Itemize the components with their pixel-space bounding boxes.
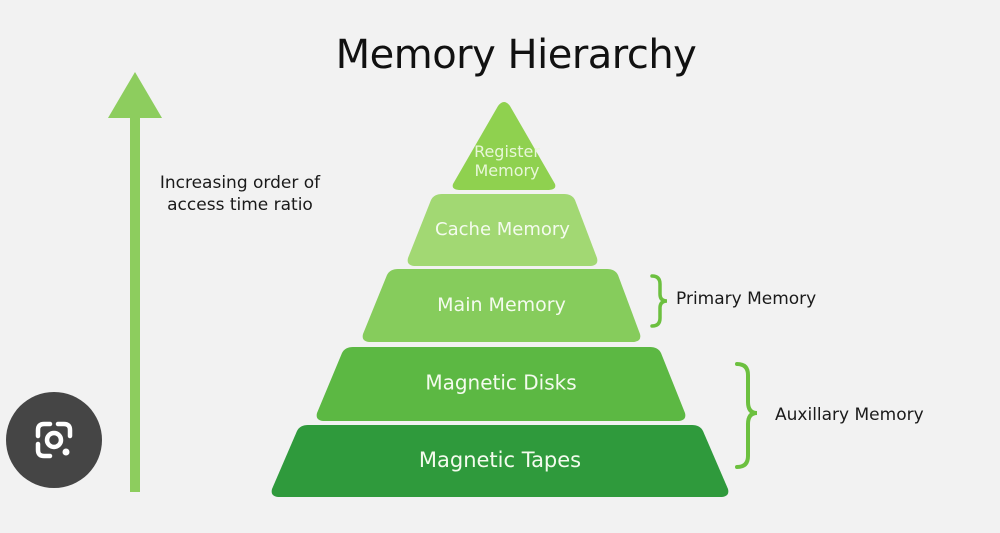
- access-time-note: Increasing order of access time ratio: [150, 172, 330, 216]
- access-time-arrow-shaft: [130, 112, 140, 492]
- auxiliary-memory-bracket: [735, 362, 758, 469]
- tier-main-memory: [362, 269, 641, 342]
- tier-label-main-memory: Main Memory: [437, 294, 566, 316]
- access-time-note-line-2: access time ratio: [167, 195, 313, 215]
- tier-label-register-memory-line-1: Register: [474, 142, 540, 161]
- primary-memory-label: Primary Memory: [676, 289, 817, 309]
- diagram-title: Memory Hierarchy: [335, 32, 697, 78]
- google-lens-camera-icon: [35, 421, 73, 459]
- tier-cache-memory: [407, 194, 598, 266]
- access-time-note-line-1: Increasing order of: [159, 173, 321, 193]
- tier-label-magnetic-tapes: Magnetic Tapes: [419, 448, 581, 472]
- primary-memory-bracket: [650, 274, 668, 328]
- tier-label-cache-memory: Cache Memory: [435, 219, 570, 240]
- tier-label-register-memory-line-2: Memory: [474, 161, 539, 180]
- tier-magnetic-disks: [316, 347, 686, 421]
- access-time-arrow-head: [108, 72, 162, 118]
- tier-register-memory: [452, 102, 556, 190]
- lens-search-button[interactable]: [6, 392, 102, 488]
- tier-magnetic-tapes: [271, 425, 729, 497]
- auxiliary-memory-label: Auxillary Memory: [775, 405, 924, 425]
- tier-label-magnetic-disks: Magnetic Disks: [425, 371, 576, 395]
